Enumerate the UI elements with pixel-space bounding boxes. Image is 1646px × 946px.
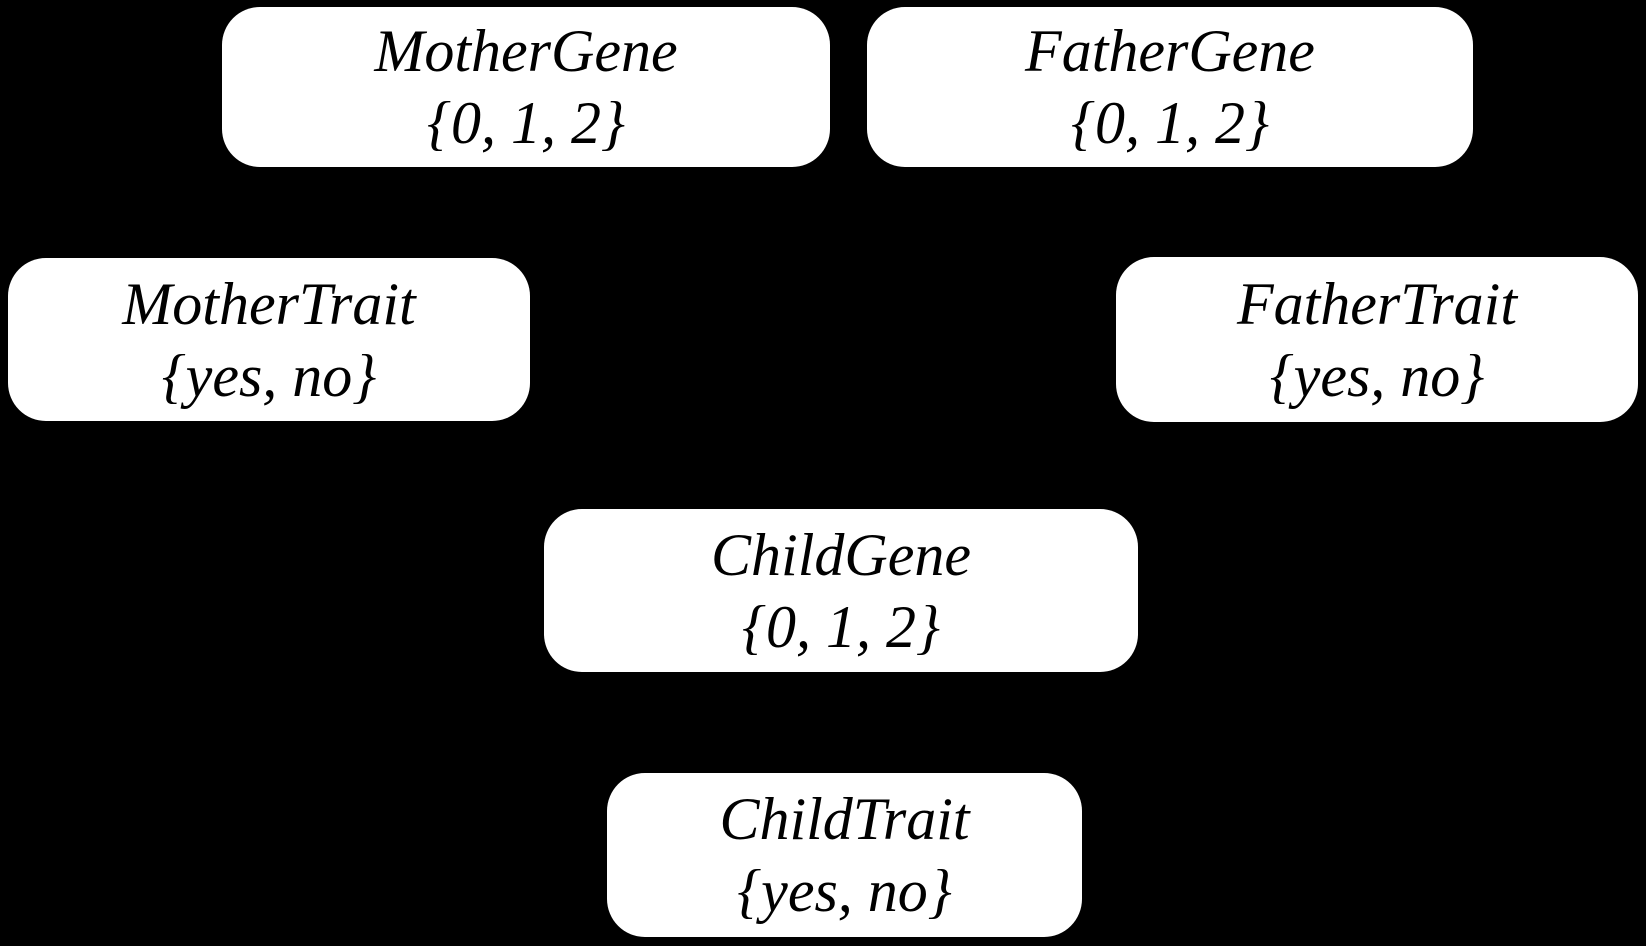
node-mother-gene-title: MotherGene bbox=[374, 18, 678, 84]
node-father-gene: FatherGene {0, 1, 2} bbox=[867, 7, 1473, 167]
node-child-trait: ChildTrait {yes, no} bbox=[607, 773, 1082, 937]
node-father-gene-title: FatherGene bbox=[1025, 18, 1315, 84]
node-child-gene-domain: {0, 1, 2} bbox=[742, 593, 940, 660]
node-child-gene: ChildGene {0, 1, 2} bbox=[544, 509, 1138, 672]
node-mother-gene: MotherGene {0, 1, 2} bbox=[222, 7, 830, 167]
node-mother-trait-title: MotherTrait bbox=[122, 270, 416, 337]
node-mother-trait-domain: {yes, no} bbox=[161, 342, 377, 409]
node-child-trait-domain: {yes, no} bbox=[737, 858, 952, 924]
node-child-trait-title: ChildTrait bbox=[719, 786, 970, 852]
node-father-trait-title: FatherTrait bbox=[1236, 270, 1518, 337]
node-mother-trait: MotherTrait {yes, no} bbox=[8, 258, 530, 421]
node-father-trait: FatherTrait {yes, no} bbox=[1116, 257, 1638, 422]
node-father-trait-domain: {yes, no} bbox=[1269, 342, 1485, 409]
node-father-gene-domain: {0, 1, 2} bbox=[1071, 90, 1269, 156]
node-child-gene-title: ChildGene bbox=[711, 521, 971, 588]
node-mother-gene-domain: {0, 1, 2} bbox=[427, 90, 625, 156]
